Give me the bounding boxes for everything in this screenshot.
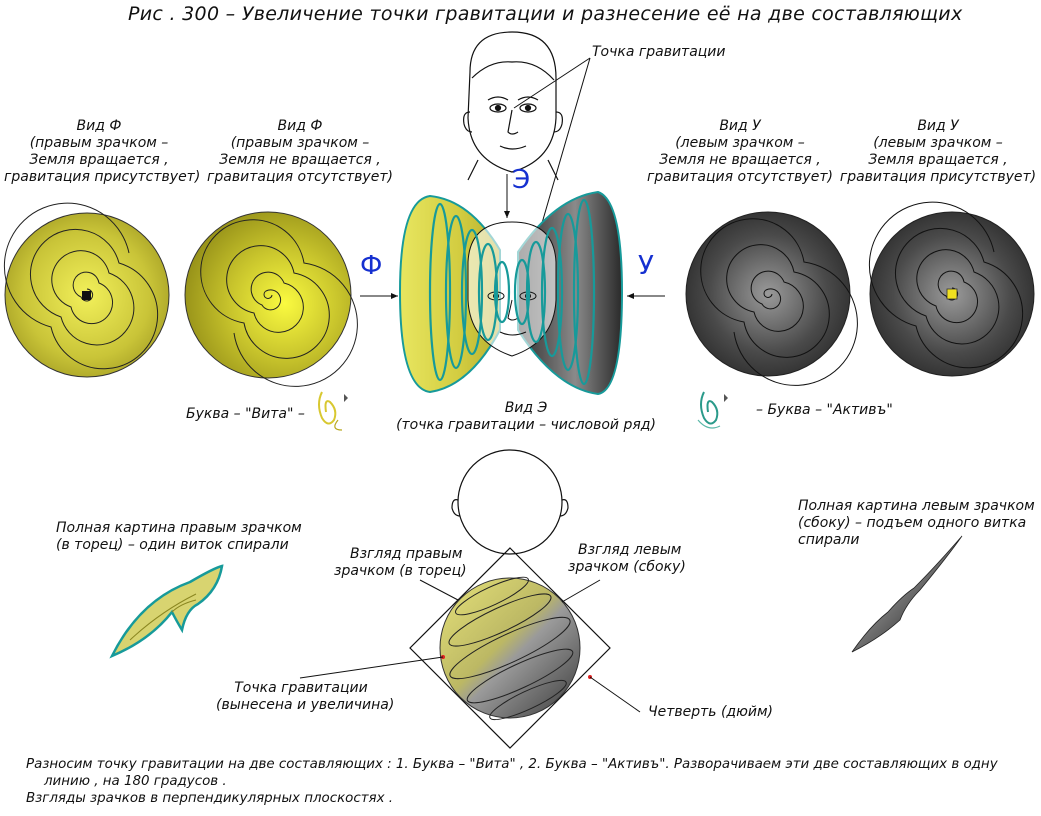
- footer-text: Разносим точку гравитации на две составл…: [26, 756, 998, 807]
- full-left-caption: Полная картина левым зрачком (сбоку) – п…: [798, 498, 1035, 549]
- full-picture-right-strip: [109, 564, 224, 659]
- view-caption-2: Вид Ф (правым зрачком – Земля не вращает…: [200, 118, 400, 186]
- footer-line3: Взгляды зрачков в перпендикулярных плоск…: [26, 791, 394, 806]
- view-1-line3: Земля вращается ,: [29, 152, 169, 168]
- full-right-caption: Полная картина правым зрачком (в торец) …: [56, 520, 302, 554]
- full-right-line2: (в торец) – один виток спирали: [56, 537, 289, 553]
- full-left-line1: Полная картина левым зрачком: [798, 498, 1035, 514]
- full-right-line1: Полная картина правым зрачком: [56, 520, 302, 536]
- disk-view-u-static: [685, 211, 858, 386]
- gaze-right-line2: зрачком (в торец): [334, 563, 467, 579]
- gravity-point-marker: [82, 291, 91, 300]
- bottom-head: [451, 449, 569, 555]
- gaze-left-line1: Взгляд левым: [578, 542, 682, 558]
- gravity-point-marker: [946, 288, 958, 300]
- full-left-line2: (сбоку) – подъем одного витка: [798, 515, 1027, 531]
- activ-glyph: [697, 391, 728, 429]
- view-4-title: Вид У: [917, 118, 959, 134]
- sphere-diamond: [409, 547, 611, 749]
- figure-title: Рис . 300 – Увеличение точки гравитации …: [128, 3, 963, 25]
- view-1-title: Вид Ф: [76, 118, 122, 134]
- view-2-line4: гравитация отсутствует): [207, 169, 393, 185]
- leader-gravity-point: [513, 57, 591, 109]
- view-caption-3: Вид У (левым зрачком – Земля не вращаетс…: [640, 118, 840, 186]
- view-3-line4: гравитация отсутствует): [647, 169, 833, 185]
- letter-activ-label: – Буква – "Активъ": [756, 402, 893, 418]
- bottom-leaders: [299, 579, 641, 713]
- letter-e: Э: [512, 165, 531, 195]
- gp-moved-line2: (вынесена и увеличина): [216, 697, 395, 713]
- gaze-left-caption: Взгляд левым зрачком (сбоку): [568, 542, 686, 576]
- view-2-line3: Земля не вращается ,: [219, 152, 381, 168]
- view-e-line2: (точка гравитации – числовой ряд): [396, 417, 656, 433]
- footer-line1: Разносим точку гравитации на две составл…: [26, 757, 998, 772]
- letter-f: Ф: [360, 251, 383, 281]
- gaze-left-line2: зрачком (сбоку): [568, 559, 686, 575]
- footer-line2: линию , на 180 градусов .: [44, 774, 227, 789]
- disk-view-f-rotating: [3, 202, 170, 378]
- view-2-line2: (правым зрачком –: [230, 135, 370, 151]
- view-2-title: Вид Ф: [277, 118, 323, 134]
- cups-3d: [398, 190, 624, 396]
- gaze-right-caption: Взгляд правым зрачком (в торец): [334, 546, 467, 580]
- disk-view-u-rotating: [868, 201, 1035, 377]
- view-3-line2: (левым зрачком –: [675, 135, 805, 151]
- quarter-caption: Четверть (дюйм): [648, 704, 774, 720]
- view-caption-4: Вид У (левым зрачком – Земля вращается ,…: [838, 118, 1038, 186]
- full-left-line3: спирали: [798, 532, 860, 548]
- gp-moved-line1: Точка гравитации: [234, 680, 368, 696]
- view-1-line4: гравитация присутствует): [4, 169, 201, 185]
- vita-glyph: [318, 391, 348, 431]
- letter-vita-label: Буква – "Вита" –: [186, 406, 305, 422]
- view-caption-1: Вид Ф (правым зрачком – Земля вращается …: [4, 118, 201, 186]
- view-e-title: Вид Э: [504, 400, 548, 416]
- top-face: [463, 31, 563, 181]
- gravity-point-label: Точка гравитации: [592, 44, 726, 60]
- view-e-caption: Вид Э (точка гравитации – числовой ряд): [396, 400, 656, 434]
- disk-view-f-static: [184, 211, 358, 387]
- full-picture-left-blade: [851, 535, 963, 653]
- view-4-line2: (левым зрачком –: [873, 135, 1003, 151]
- view-1-line2: (правым зрачком –: [29, 135, 169, 151]
- view-4-line3: Земля вращается ,: [868, 152, 1008, 168]
- view-3-line3: Земля не вращается ,: [659, 152, 821, 168]
- letter-u: У: [638, 251, 654, 281]
- gp-moved-caption: Точка гравитации (вынесена и увеличина): [216, 680, 395, 714]
- view-4-line4: гравитация присутствует): [839, 169, 1037, 185]
- gaze-right-line1: Взгляд правым: [350, 546, 463, 562]
- view-3-title: Вид У: [719, 118, 761, 134]
